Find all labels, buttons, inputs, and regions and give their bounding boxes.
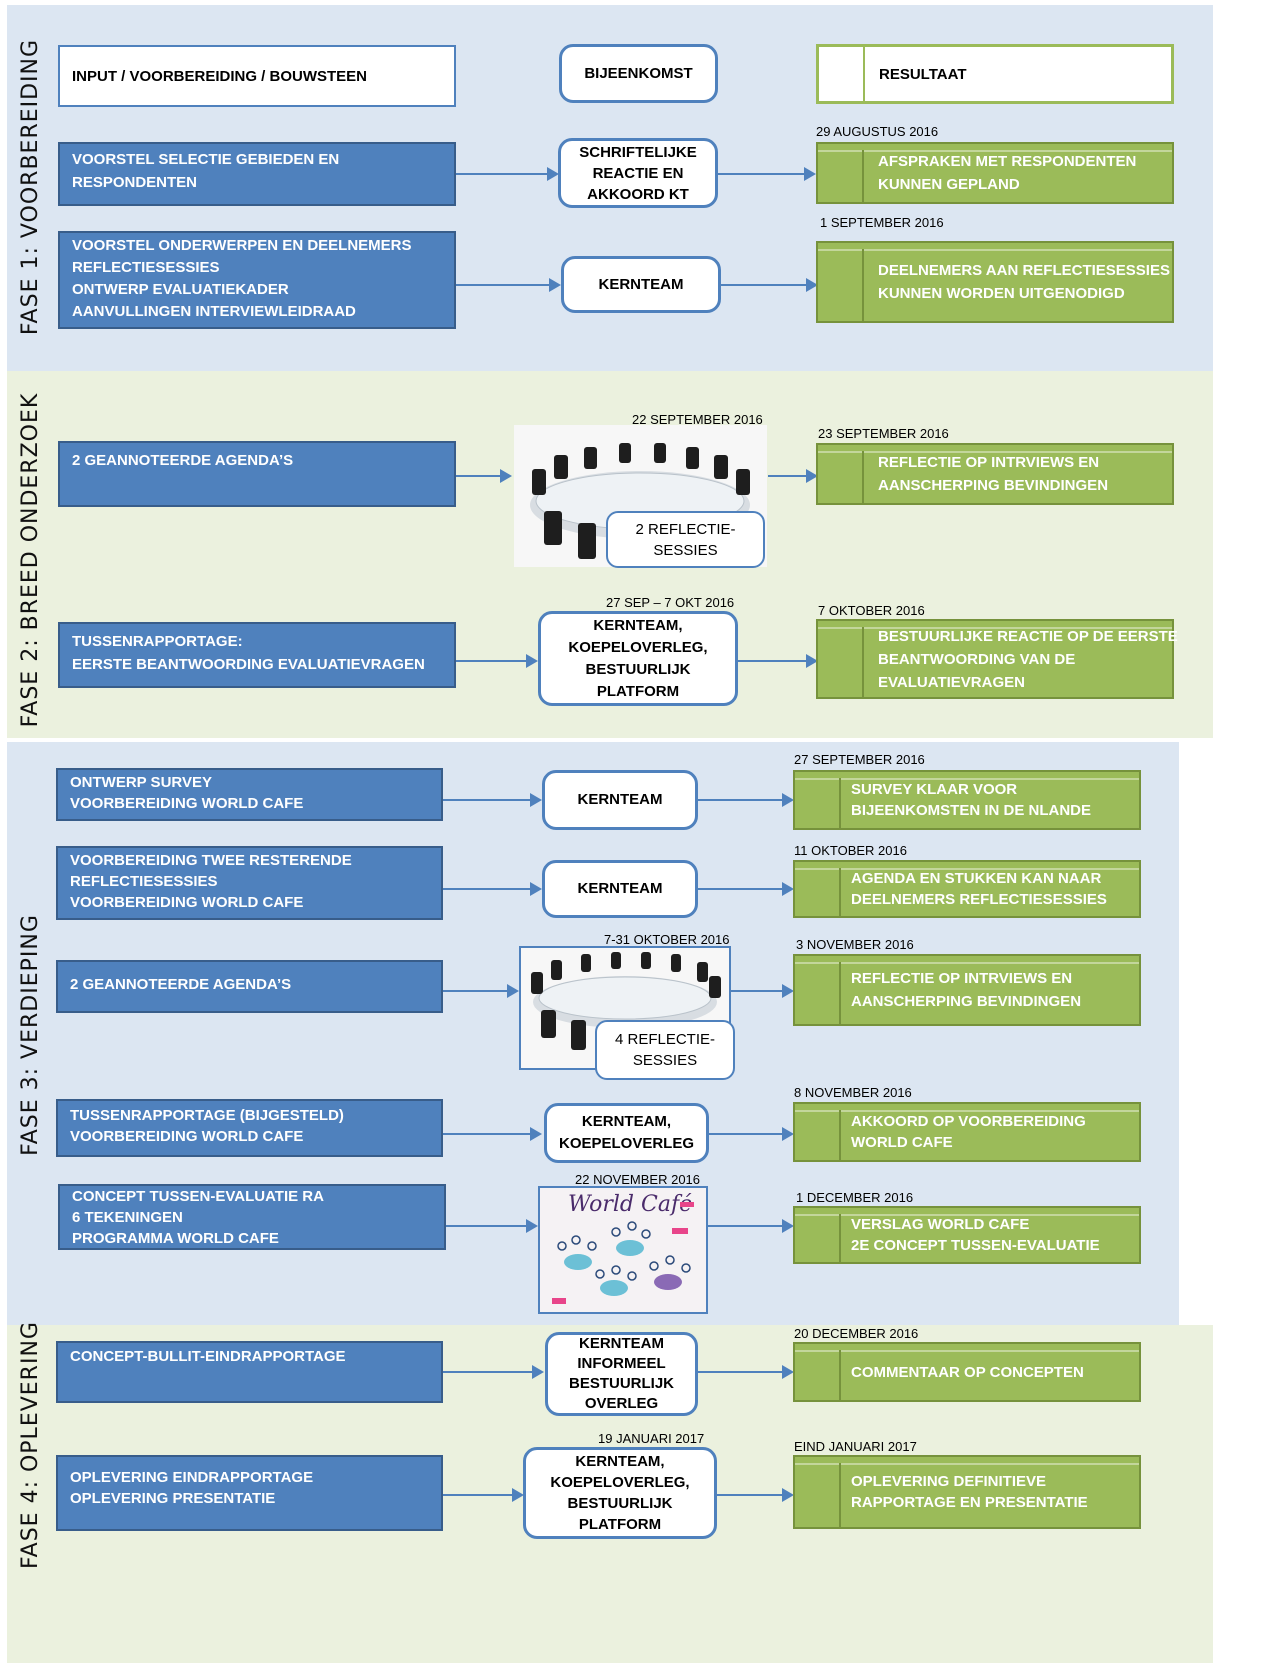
arrow	[446, 1219, 538, 1233]
arrow	[698, 882, 794, 896]
meeting-date: 22 SEPTEMBER 2016	[632, 412, 763, 427]
meeting-date: 7-31 OKTOBER 2016	[604, 932, 730, 947]
phase-4-label: FASE 4: OPLEVERING	[18, 1321, 43, 1569]
arrow	[768, 469, 818, 483]
arrow	[443, 793, 542, 807]
world-cafe-text: World Café	[568, 1192, 693, 1217]
phase-3-label: FASE 3: VERDIEPING	[18, 914, 43, 1156]
arrow	[456, 654, 538, 668]
result-date: 7 OKTOBER 2016	[818, 603, 925, 618]
arrow	[721, 278, 818, 292]
result-date: 27 SEPTEMBER 2016	[794, 752, 925, 767]
input-box: 2 GEANNOTEERDE AGENDA’S	[58, 441, 456, 507]
world-cafe-drawing: World Café	[538, 1186, 708, 1314]
meeting-date: 27 SEP – 7 OKT 2016	[606, 595, 735, 610]
meeting-box: KERNTEAM,KOEPELOVERLEG	[544, 1103, 709, 1163]
meeting-date: 22 NOVEMBER 2016	[575, 1172, 701, 1187]
input-box: CONCEPT-BULLIT-EINDRAPPORTAGE	[56, 1341, 443, 1403]
arrow	[456, 167, 559, 181]
arrow	[698, 1365, 794, 1379]
arrow	[709, 1127, 794, 1141]
arrow	[443, 882, 542, 896]
arrow	[443, 984, 519, 998]
arrow	[443, 1127, 542, 1141]
phase-2-label: FASE 2: BREED ONDERZOEK	[18, 392, 43, 728]
header-result: RESULTAAT	[816, 44, 1174, 104]
result-date: EIND JANUARI 2017	[794, 1439, 917, 1454]
input-box: TUSSENRAPPORTAGE:EERSTE BEANTWOORDING EV…	[58, 622, 456, 688]
result-date: 1 DECEMBER 2016	[796, 1190, 914, 1205]
input-box: TUSSENRAPPORTAGE (BIJGESTELD)VOORBEREIDI…	[56, 1099, 443, 1157]
result-date: 8 NOVEMBER 2016	[794, 1085, 912, 1100]
arrow	[698, 793, 794, 807]
arrow	[456, 278, 561, 292]
input-box: 2 GEANNOTEERDE AGENDA’S	[56, 960, 443, 1013]
result-date: 29 AUGUSTUS 2016	[816, 124, 939, 139]
meeting-caption: 2 REFLECTIE-SESSIES	[606, 511, 765, 568]
meeting-box: KERNTEAM	[542, 860, 698, 918]
arrow	[708, 1219, 794, 1233]
result-date: 11 OKTOBER 2016	[794, 843, 907, 858]
arrow	[717, 1488, 794, 1502]
meeting-caption: 4 REFLECTIE-SESSIES	[595, 1020, 735, 1080]
header-meeting: BIJEENKOMST	[559, 44, 718, 103]
meeting-box: KERNTEAM	[542, 770, 698, 830]
arrow	[731, 984, 794, 998]
arrow	[718, 167, 816, 181]
result-date: 1 SEPTEMBER 2016	[820, 215, 944, 230]
result-date: 23 SEPTEMBER 2016	[818, 426, 949, 441]
phase-1-label: FASE 1: VOORBEREIDING	[18, 38, 43, 336]
result-date: 20 DECEMBER 2016	[794, 1326, 919, 1341]
result-box: COMMENTAAR OP CONCEPTEN	[793, 1342, 1141, 1402]
result-date: 3 NOVEMBER 2016	[796, 937, 914, 952]
header-input: INPUT / VOORBEREIDING / BOUWSTEEN	[58, 45, 456, 107]
arrow	[738, 654, 818, 668]
arrow	[443, 1488, 524, 1502]
arrow	[443, 1365, 544, 1379]
meeting-box: KERNTEAM	[561, 256, 721, 313]
arrow	[456, 469, 512, 483]
meeting-date: 19 JANUARI 2017	[598, 1431, 705, 1446]
